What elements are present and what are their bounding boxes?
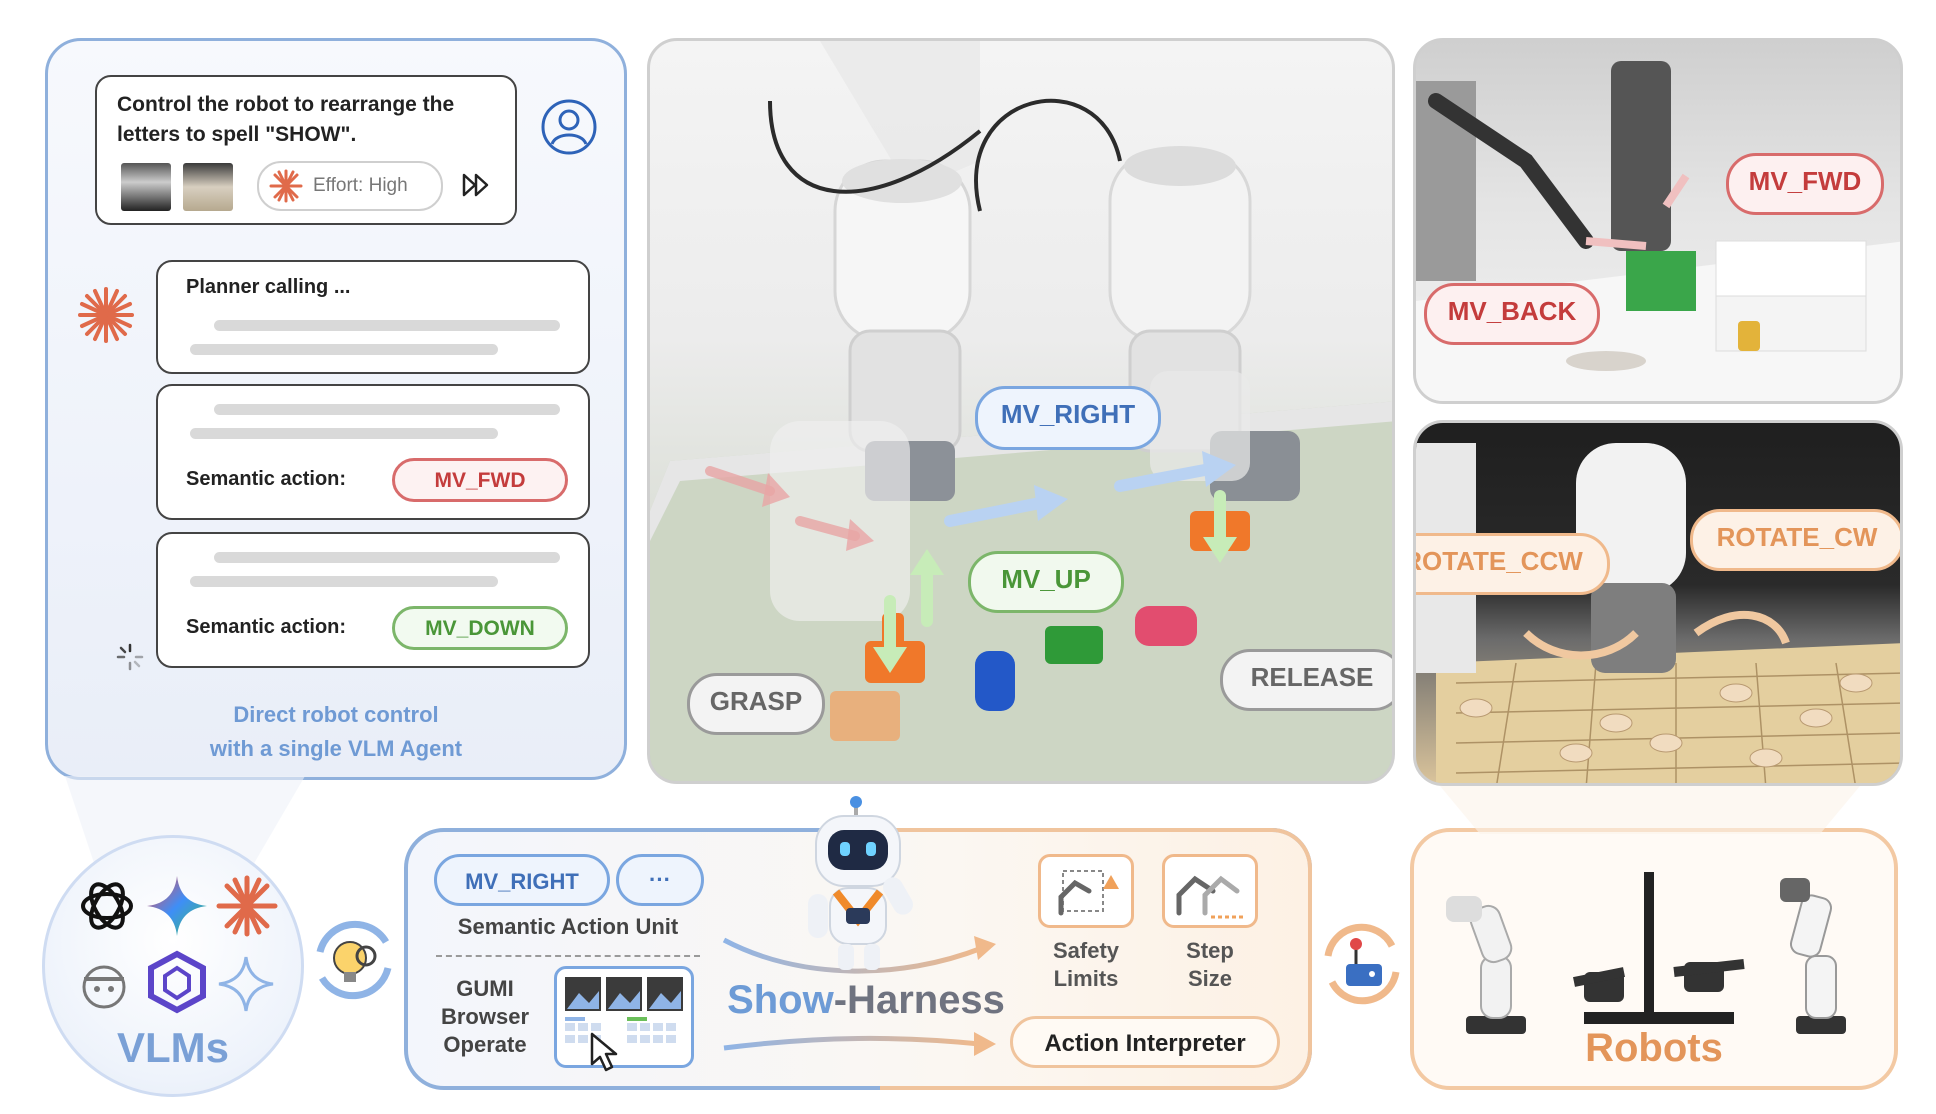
semantic-action-label: Semantic action: <box>186 616 347 638</box>
gemini-logo-icon <box>147 876 207 936</box>
dual-arm-rig-icon <box>1573 872 1745 1024</box>
effort-button[interactable]: Effort: High <box>257 161 443 211</box>
vlms-label: VLMs <box>116 1024 229 1071</box>
vlms-circle: VLMs <box>42 835 304 1097</box>
safety-limits-icon <box>1038 854 1134 928</box>
action-interpreter-badge: Action Interpreter <box>1010 1016 1280 1068</box>
kimi-logo-icon <box>82 965 126 1009</box>
step-label-line1: Step <box>1186 938 1234 963</box>
placeholder-line <box>190 428 498 439</box>
chat-caption-line1: Direct robot control <box>233 702 439 727</box>
step-size-icon <box>1162 854 1258 928</box>
safety-label-line1: Safety <box>1052 938 1120 963</box>
qwen-logo-icon <box>148 950 206 1014</box>
joystick-cycle-icon <box>1324 923 1400 1005</box>
openai-logo-icon <box>81 882 133 930</box>
chat-caption-line2: with a single VLM Agent <box>209 736 463 761</box>
chess-robot-illustration <box>1416 443 1900 783</box>
user-avatar-icon <box>541 99 597 155</box>
effort-label: Effort: High <box>313 175 408 196</box>
gumi-line1: GUMI <box>456 976 514 1001</box>
tag-mv-fwd: MV_FWD <box>1726 153 1884 215</box>
tag-mv-back: MV_BACK <box>1424 283 1600 345</box>
fast-forward-icon[interactable] <box>461 172 491 198</box>
tag-rotate-cw: ROTATE_CW <box>1690 509 1900 571</box>
sparkle-icon <box>269 169 303 203</box>
action-card-2: Semantic action: MV_DOWN <box>156 532 590 668</box>
prompt-text-line2: letters to spell "SHOW". <box>117 123 357 146</box>
action-card-1: Semantic action: MV_FWD <box>156 384 590 520</box>
flow-arrows <box>722 936 996 1056</box>
gumi-line3: Operate <box>443 1032 527 1057</box>
center-robot-photo: MV_RIGHT MV_UP GRASP RELEASE <box>647 38 1395 784</box>
planner-card: Planner calling ... <box>156 260 590 374</box>
tag-mv-up: MV_UP <box>968 551 1124 613</box>
placeholder-line <box>190 344 498 355</box>
placeholder-line <box>214 552 560 563</box>
harness-right-border <box>880 828 1312 1090</box>
planner-text: Planner calling ... <box>186 276 351 298</box>
connector-wedge <box>1440 786 1860 834</box>
step-label-line2: Size <box>1187 966 1233 991</box>
gumi-line2: Browser <box>440 1004 530 1029</box>
cursor-icon <box>590 1032 618 1072</box>
bottom-right-robot-photo: ROTATE_CCW ROTATE_CW <box>1413 420 1903 786</box>
robot-mascot-icon <box>808 796 913 970</box>
tag-release: RELEASE <box>1220 649 1392 711</box>
semantic-unit-mv-right: MV_RIGHT <box>434 854 610 906</box>
star-logo-icon <box>218 956 274 1012</box>
sparkle-icon <box>78 287 134 343</box>
safety-label-line2: Limits <box>1053 966 1119 991</box>
prompt-text-line1: Control the robot to rearrange the <box>117 93 455 116</box>
divider-dashed <box>436 955 700 957</box>
top-right-robot-photo: MV_FWD MV_BACK <box>1413 38 1903 404</box>
placeholder-line <box>214 320 560 331</box>
robots-label: Robots <box>1585 1026 1723 1070</box>
tag-rotate-ccw: ROTATE_CCW <box>1416 533 1610 595</box>
tag-grasp: GRASP <box>687 673 825 735</box>
prompt-card: Control the robot to rearrange the lette… <box>95 75 517 225</box>
thumbnail-image <box>121 163 171 211</box>
claude-logo-icon <box>216 875 278 937</box>
robot-arm-icon <box>1780 878 1846 1034</box>
harness-title-rest: -Harness <box>833 978 1005 1022</box>
harness-title: Show-Harness <box>706 978 1026 1023</box>
loading-spinner-icon <box>116 643 144 671</box>
robot-scene-illustration <box>1416 61 1900 401</box>
lightbulb-cycle-icon <box>316 920 392 1000</box>
action-badge-mv-down: MV_DOWN <box>392 606 568 650</box>
harness-title-show: Show <box>727 978 834 1022</box>
action-badge-mv-fwd: MV_FWD <box>392 458 568 502</box>
placeholder-line <box>190 576 498 587</box>
semantic-unit-label: Semantic Action Unit <box>457 914 679 939</box>
robots-panel: Robots <box>1410 828 1898 1090</box>
placeholder-line <box>214 404 560 415</box>
semantic-action-label: Semantic action: <box>186 468 347 490</box>
robot-arm-icon <box>1446 896 1526 1034</box>
thumbnail-image <box>183 163 233 211</box>
tag-mv-right: MV_RIGHT <box>975 386 1161 450</box>
semantic-unit-more: ··· <box>616 854 704 906</box>
browser-window-icon <box>554 966 694 1068</box>
